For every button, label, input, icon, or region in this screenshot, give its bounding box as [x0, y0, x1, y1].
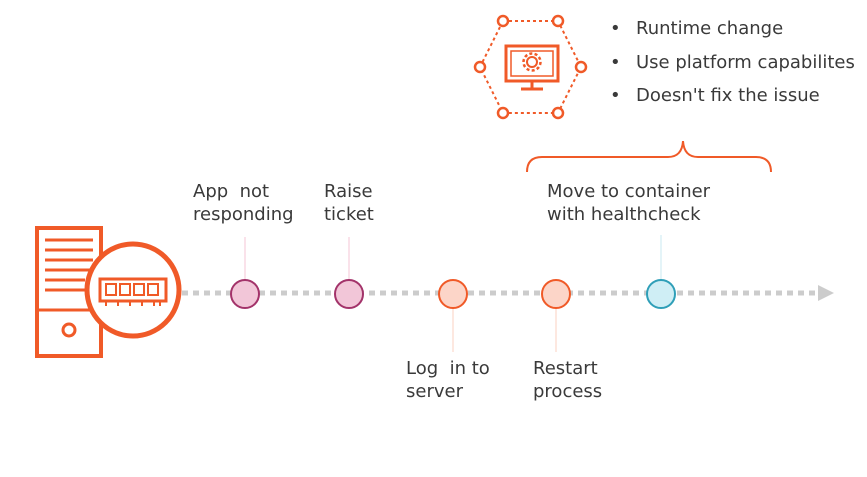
step-dot-app-not-responding	[230, 279, 260, 309]
bullet-item: • Doesn't fix the issue	[610, 85, 855, 119]
step-label-line: server	[406, 381, 463, 402]
step-dot-restart	[541, 279, 571, 309]
step-label-line: Restart	[533, 358, 598, 379]
step-label-raise-ticket: Raise ticket	[324, 180, 374, 226]
bullet-dot: •	[610, 18, 621, 39]
step-label-line: ticket	[324, 204, 374, 225]
bullet-dot: •	[610, 85, 621, 106]
step-label-line: Raise	[324, 181, 373, 202]
step-label-line: Log in to	[406, 358, 490, 379]
bullet-dot: •	[610, 51, 621, 73]
curly-brace	[526, 140, 772, 173]
timeline-arrow	[818, 285, 834, 301]
step-label-line: with healthcheck	[547, 204, 701, 225]
bullet-item: • Runtime change	[610, 18, 855, 52]
bullet-item: • Use platform capabilites	[610, 52, 855, 86]
step-label-line: process	[533, 381, 603, 402]
bullet-text: Doesn't fix the issue	[636, 85, 820, 106]
step-label-log-in: Log in to server	[406, 357, 490, 403]
monitor-gear-network-icon	[473, 14, 588, 120]
step-label-app-not-responding: App not responding	[193, 180, 294, 226]
bullet-text: Use platform capabilites	[636, 51, 855, 73]
server-with-memory-icon	[35, 226, 182, 358]
step-label-line: responding	[193, 204, 294, 225]
bullet-list: • Runtime change • Use platform capabilite…	[610, 18, 855, 119]
step-dot-raise-ticket	[334, 279, 364, 309]
step-label-line: Move to container	[547, 181, 711, 202]
step-label-restart: Restart process	[533, 357, 602, 403]
step-label-line: App not	[193, 181, 270, 202]
bullet-text: Runtime change	[636, 18, 784, 39]
step-dot-log-in	[438, 279, 468, 309]
step-dot-container	[646, 279, 676, 309]
step-label-container: Move to container with healthcheck	[547, 180, 710, 226]
